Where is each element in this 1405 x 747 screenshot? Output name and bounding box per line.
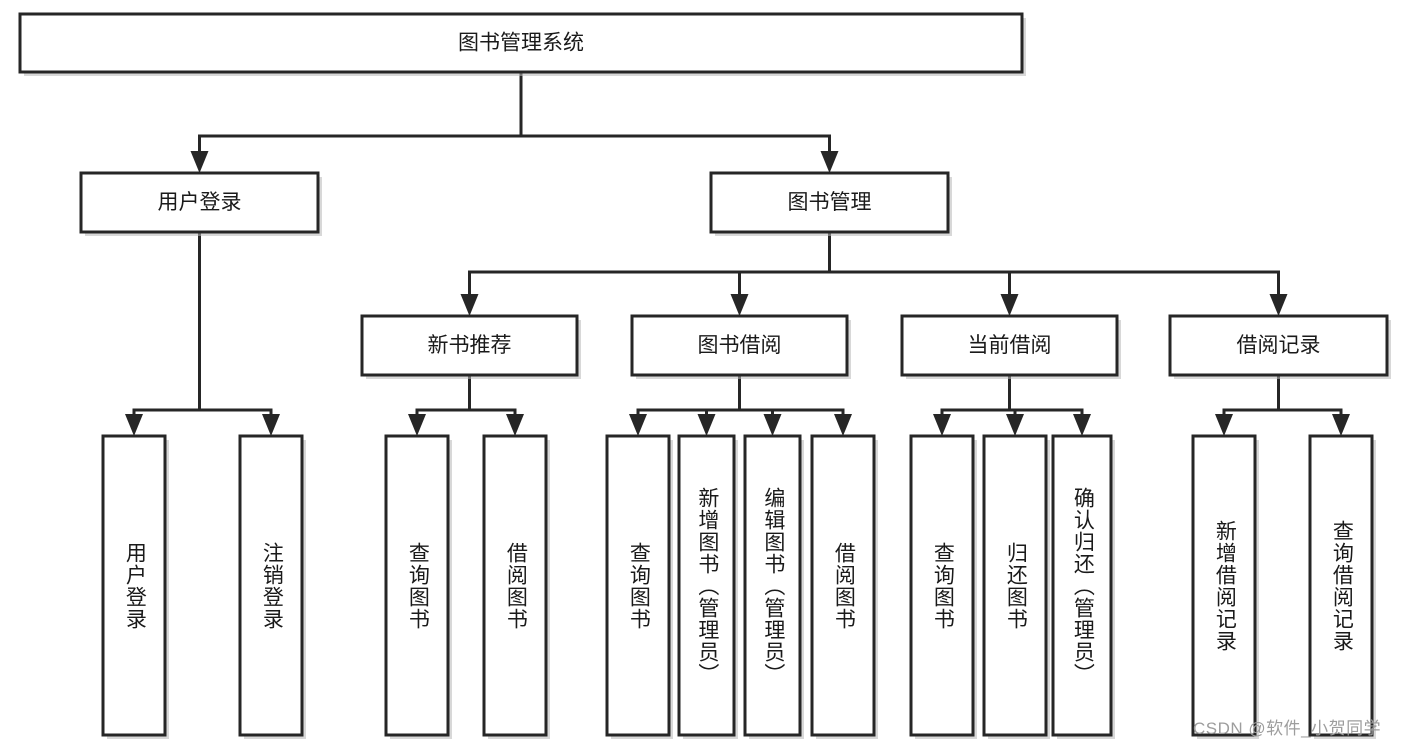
arrow-head <box>1000 294 1019 316</box>
arrow-head <box>763 414 782 436</box>
arrow-head <box>697 414 716 436</box>
node-label-current-borrow: 当前借阅 <box>968 334 1052 357</box>
node-label-book-borrow: 图书借阅 <box>698 334 782 357</box>
arrow-head <box>125 414 143 436</box>
arrow-head <box>506 414 524 436</box>
node-box-leaf-add-book[interactable] <box>677 434 736 737</box>
node-box-leaf-query-book-1[interactable] <box>384 434 450 737</box>
node-boxes <box>18 12 1391 739</box>
arrow-head <box>820 151 839 173</box>
arrow-head <box>1006 414 1024 436</box>
node-box-user-login[interactable] <box>79 171 320 234</box>
arrow-head <box>730 294 749 316</box>
node-box-leaf-query-book-2[interactable] <box>605 434 671 737</box>
node-box-leaf-query-book-3[interactable] <box>909 434 975 737</box>
node-box-book-borrow[interactable] <box>630 314 849 377</box>
arrow-head <box>460 294 479 316</box>
csdn-watermark: CSDN @软件_小贺同学 <box>1193 719 1382 738</box>
node-box-root[interactable] <box>18 12 1024 74</box>
arrow-head <box>262 414 280 436</box>
arrow-head <box>933 414 951 436</box>
arrow-head <box>1215 414 1233 436</box>
node-box-leaf-borrow-book-2[interactable] <box>810 434 876 737</box>
arrow-head <box>1073 414 1091 436</box>
node-box-new-book-rec[interactable] <box>360 314 579 377</box>
node-label-root: 图书管理系统 <box>458 32 584 55</box>
arrow-head <box>834 414 852 436</box>
node-box-leaf-confirm-return[interactable] <box>1051 434 1113 737</box>
node-box-current-borrow[interactable] <box>900 314 1119 377</box>
arrow-head <box>1269 294 1288 316</box>
node-box-leaf-add-record[interactable] <box>1191 434 1257 737</box>
node-box-leaf-borrow-book-1[interactable] <box>482 434 548 737</box>
node-label-user-login: 用户登录 <box>158 191 242 214</box>
node-box-leaf-edit-book[interactable] <box>743 434 802 737</box>
node-label-book-manage: 图书管理 <box>788 191 872 214</box>
connector-lines <box>125 70 1350 436</box>
node-box-borrow-record[interactable] <box>1168 314 1389 377</box>
node-box-book-manage[interactable] <box>709 171 950 234</box>
arrow-head <box>190 151 209 173</box>
node-label-new-book-rec: 新书推荐 <box>428 334 512 357</box>
node-box-leaf-user-login[interactable] <box>101 434 167 737</box>
node-label-borrow-record: 借阅记录 <box>1237 334 1321 357</box>
arrow-head <box>1332 414 1350 436</box>
arrow-head <box>408 414 426 436</box>
node-box-leaf-return-book[interactable] <box>982 434 1048 737</box>
node-box-leaf-query-record[interactable] <box>1308 434 1374 737</box>
arrow-head <box>629 414 647 436</box>
node-box-leaf-logout[interactable] <box>238 434 304 737</box>
